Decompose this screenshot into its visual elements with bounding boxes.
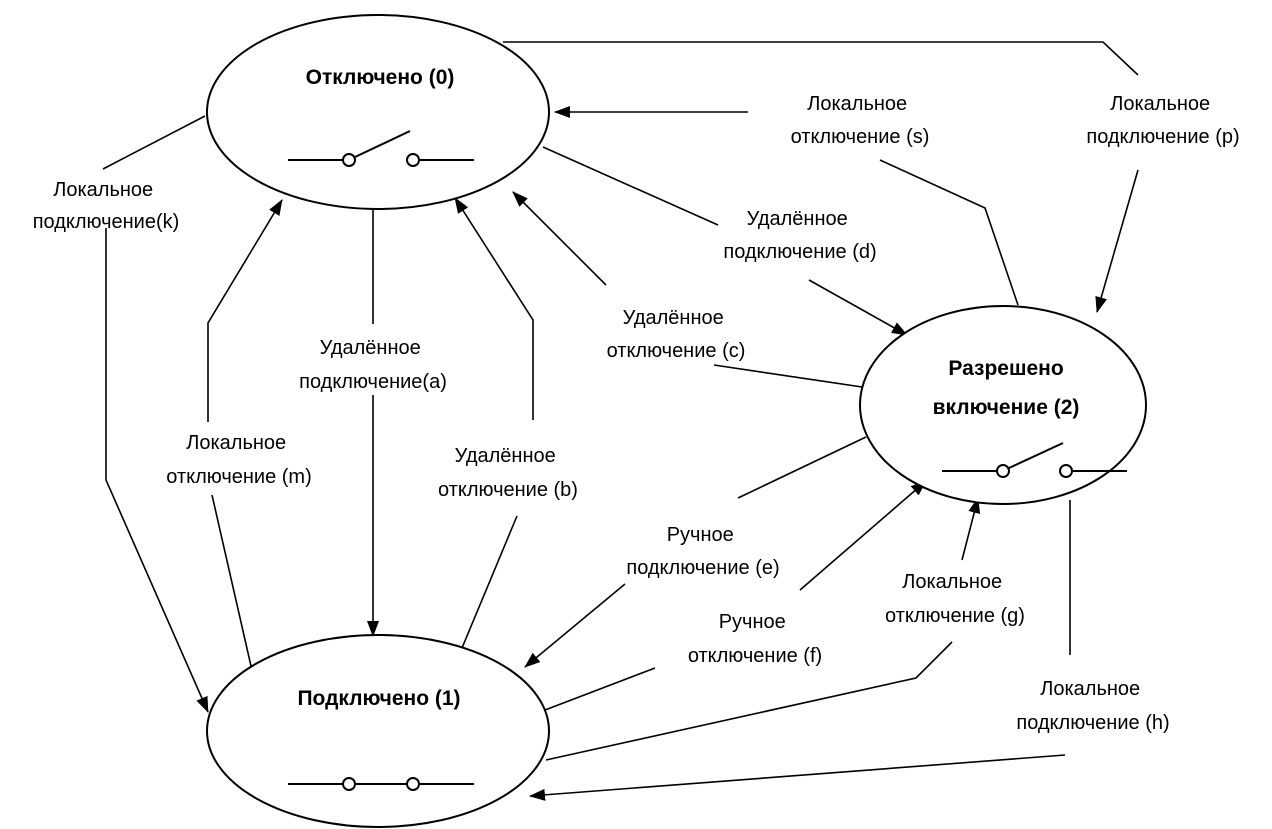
transition-labels: Локальное подключение(k) Удалённое подкл… xyxy=(33,93,1240,734)
arrow-d xyxy=(542,146,719,226)
arrow-e xyxy=(737,436,867,499)
switch-open-icon xyxy=(942,442,1127,478)
label-d: Удалённое подключение (d) xyxy=(723,208,876,263)
arrow-g xyxy=(545,641,953,761)
arrow-p xyxy=(503,41,1139,76)
arrow-h-tail xyxy=(529,754,1066,801)
state-disconnected-title: Отключено (0) xyxy=(306,66,455,89)
state-enabled-title-line2: включение (2) xyxy=(933,396,1080,419)
arrow-c xyxy=(512,191,607,286)
label-h: Локальное подключение (h) xyxy=(1016,678,1169,734)
label-s: Локальное отключение (s) xyxy=(791,93,930,148)
label-c: Удалённое отключение (c) xyxy=(607,307,746,362)
label-a: Удалённое подключение(a) xyxy=(299,337,447,393)
switch-open-icon xyxy=(288,130,474,167)
arrow-s-tail xyxy=(879,159,1019,306)
arrow-f xyxy=(544,667,656,711)
arrow-e-tail xyxy=(524,583,626,668)
state-connected: Подключено (1) xyxy=(206,634,550,828)
label-e: Ручное подключение (e) xyxy=(626,524,779,579)
arrow-k-tail xyxy=(105,228,209,713)
switch-closed-icon xyxy=(288,777,474,791)
state-disconnected-ellipse xyxy=(206,14,550,210)
label-m: Локальное отключение (m) xyxy=(166,432,311,488)
arrow-b xyxy=(454,197,534,420)
transition-lines xyxy=(102,41,1139,801)
state-enabled-ellipse xyxy=(859,305,1147,505)
arrow-m-tail xyxy=(211,494,257,689)
label-p: Локальное подключение (p) xyxy=(1086,93,1239,148)
state-disconnected: Отключено (0) xyxy=(206,14,550,210)
label-b: Удалённое отключение (b) xyxy=(438,445,578,501)
arrow-f-tail xyxy=(799,480,927,591)
state-enabled-title-line1: Разрешено xyxy=(948,357,1063,380)
state-enabled: Разрешено включение (2) xyxy=(859,305,1147,505)
arrow-k xyxy=(102,115,206,170)
state-connected-title: Подключено (1) xyxy=(297,687,460,710)
label-f: Ручное отключение (f) xyxy=(688,611,822,667)
arrow-d-tail xyxy=(808,279,908,336)
state-connected-ellipse xyxy=(206,634,550,828)
label-k: Локальное подключение(k) xyxy=(33,179,180,233)
arrow-m xyxy=(207,199,283,422)
arrow-b-tail xyxy=(451,515,518,673)
arrow-g-tail xyxy=(961,497,981,561)
arrow-c-tail xyxy=(713,364,863,388)
label-g: Локальное отключение (g) xyxy=(885,571,1025,627)
arrow-p-tail xyxy=(1095,169,1139,313)
